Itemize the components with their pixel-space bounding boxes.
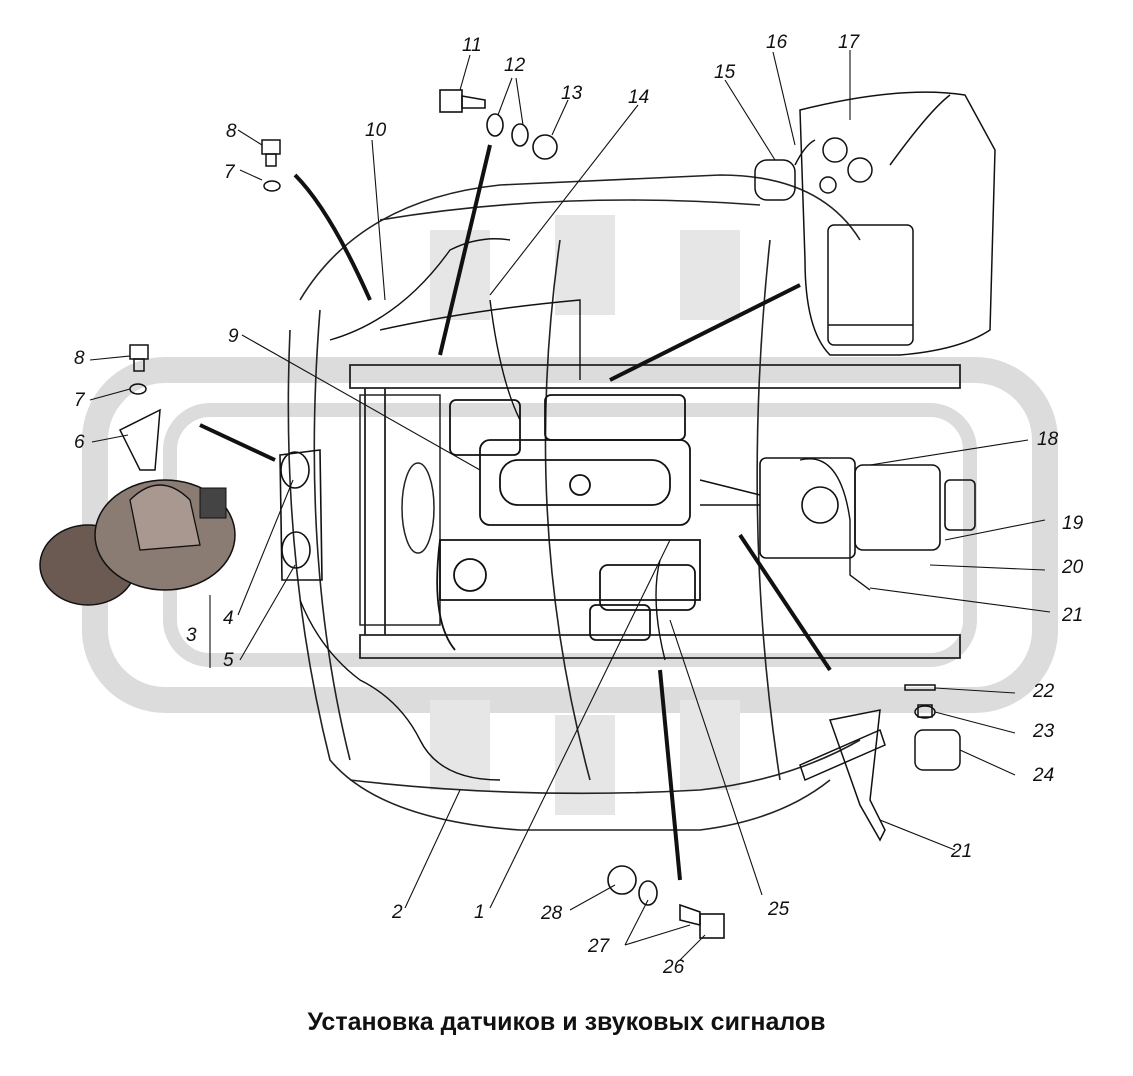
- sensor-bracket: [799, 684, 961, 842]
- wiring-harness: [299, 238, 871, 781]
- callout-28: 28: [541, 903, 563, 924]
- callout-4: 4: [223, 608, 234, 629]
- callout-2: 2: [392, 902, 403, 923]
- callout-18: 18: [1037, 429, 1059, 450]
- callout-26: 26: [663, 957, 685, 978]
- callout-21-bottom: 21: [951, 841, 973, 862]
- diagram-caption: Установка датчиков и звуковых сигналов: [307, 1008, 826, 1036]
- watermark-logo: [82, 357, 1058, 713]
- horn-brackets: [279, 449, 323, 581]
- callout-15: 15: [714, 62, 736, 83]
- callout-12: 12: [504, 55, 526, 76]
- oil-filter-inset: [754, 91, 996, 356]
- frame-rails: [349, 364, 961, 659]
- transmission: [699, 457, 976, 559]
- bottom-fasteners: [607, 865, 725, 939]
- radiator: [359, 394, 441, 626]
- callout-9: 9: [228, 326, 239, 347]
- leader-arrows: [199, 144, 832, 881]
- callout-23: 23: [1033, 721, 1055, 742]
- watermark-gear: [430, 215, 740, 815]
- callout-14: 14: [628, 87, 650, 108]
- callout-22: 22: [1033, 681, 1055, 702]
- callout-6: 6: [74, 432, 85, 453]
- bolt-detail-left: [129, 139, 281, 395]
- leader-lines: [89, 50, 1051, 961]
- callout-8-top: 8: [226, 121, 237, 142]
- callout-3: 3: [186, 625, 197, 646]
- callout-1: 1: [474, 902, 485, 923]
- callout-8-left: 8: [74, 348, 85, 369]
- callout-10: 10: [365, 120, 387, 141]
- callout-19: 19: [1062, 513, 1084, 534]
- callout-5: 5: [223, 650, 234, 671]
- callout-21-top: 21: [1062, 605, 1084, 626]
- callout-11: 11: [462, 35, 482, 56]
- horn-assembly: [39, 408, 236, 606]
- callout-20: 20: [1062, 557, 1084, 578]
- callout-25: 25: [768, 899, 790, 920]
- callout-13: 13: [561, 83, 583, 104]
- callout-27: 27: [588, 936, 610, 957]
- callout-24: 24: [1033, 765, 1055, 786]
- top-fasteners: [439, 89, 558, 160]
- callout-16: 16: [766, 32, 788, 53]
- callout-17: 17: [838, 32, 860, 53]
- callout-7-top: 7: [224, 162, 235, 183]
- callout-7-left: 7: [74, 390, 85, 411]
- engine-block: [436, 394, 701, 651]
